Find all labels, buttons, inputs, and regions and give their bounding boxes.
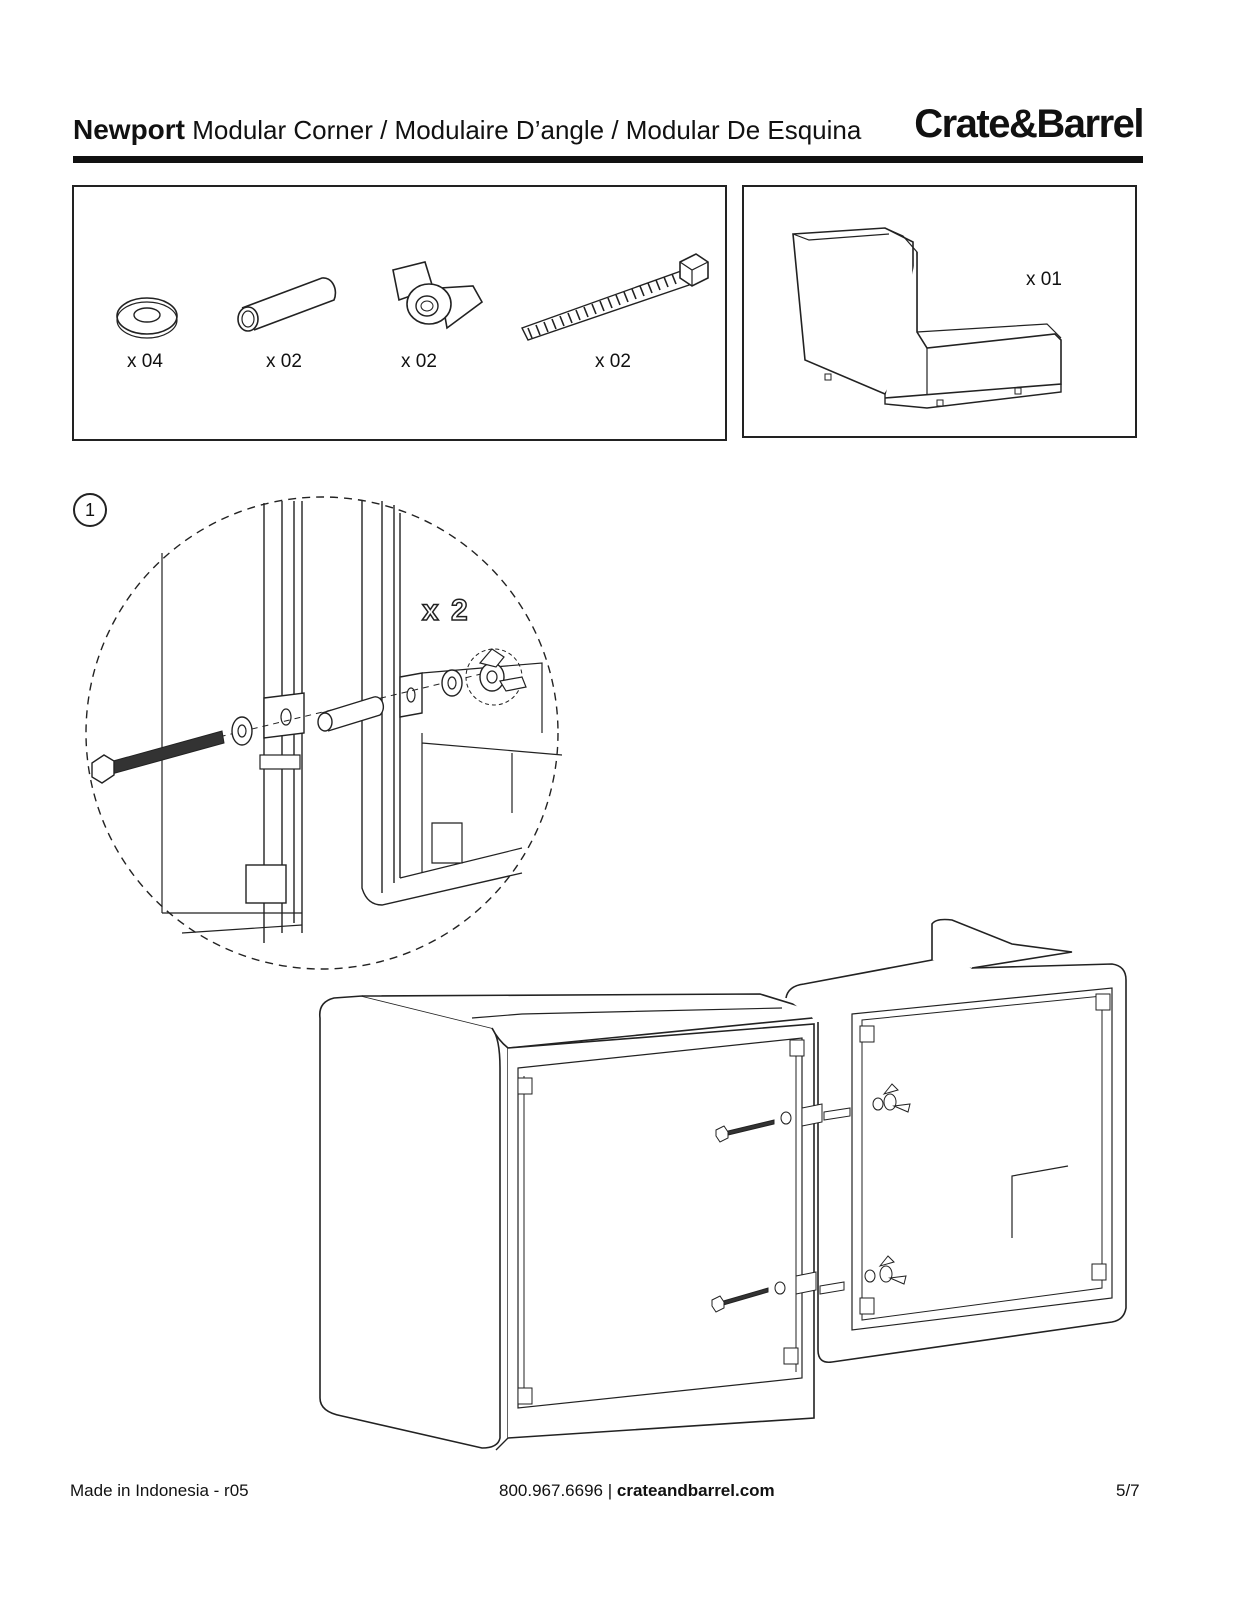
page-number: 5/7 — [1116, 1481, 1140, 1500]
page-title: Newport Modular Corner / Modulaire D’ang… — [73, 114, 861, 146]
bolt-qty: x 02 — [595, 351, 631, 372]
detail-callout — [85, 496, 562, 970]
wing-nut-icon — [392, 261, 484, 330]
step-multiplier: x 2 — [421, 593, 470, 628]
footer-phone: 800.967.6696 | — [499, 1481, 613, 1500]
component-qty: x 01 — [1026, 269, 1062, 290]
footer-made-in: Made in Indonesia - r05 — [70, 1481, 249, 1500]
brand-logo: Crate&Barrel — [914, 102, 1144, 146]
page-header: Newport Modular Corner / Modulaire D’ang… — [73, 100, 1144, 146]
spacer-tube-qty: x 02 — [266, 351, 302, 372]
washer-qty: x 04 — [127, 351, 163, 372]
spacer-tube-icon — [237, 277, 337, 332]
assembly-illustration — [318, 918, 1127, 1451]
wing-nut-qty: x 02 — [401, 351, 437, 372]
header-rule — [73, 156, 1143, 163]
footer-contact: 800.967.6696 | crateandbarrel.com — [499, 1481, 775, 1501]
bolt-icon — [521, 253, 709, 341]
washer-icon — [116, 297, 178, 339]
component-box — [742, 185, 1137, 438]
step-number: 1 — [73, 493, 107, 527]
product-subtitle: Modular Corner / Modulaire D’angle / Mod… — [192, 115, 862, 145]
product-name: Newport — [73, 114, 185, 145]
corner-module-icon — [792, 227, 1062, 409]
hardware-box — [72, 185, 727, 441]
footer-website[interactable]: crateandbarrel.com — [616, 1481, 775, 1500]
